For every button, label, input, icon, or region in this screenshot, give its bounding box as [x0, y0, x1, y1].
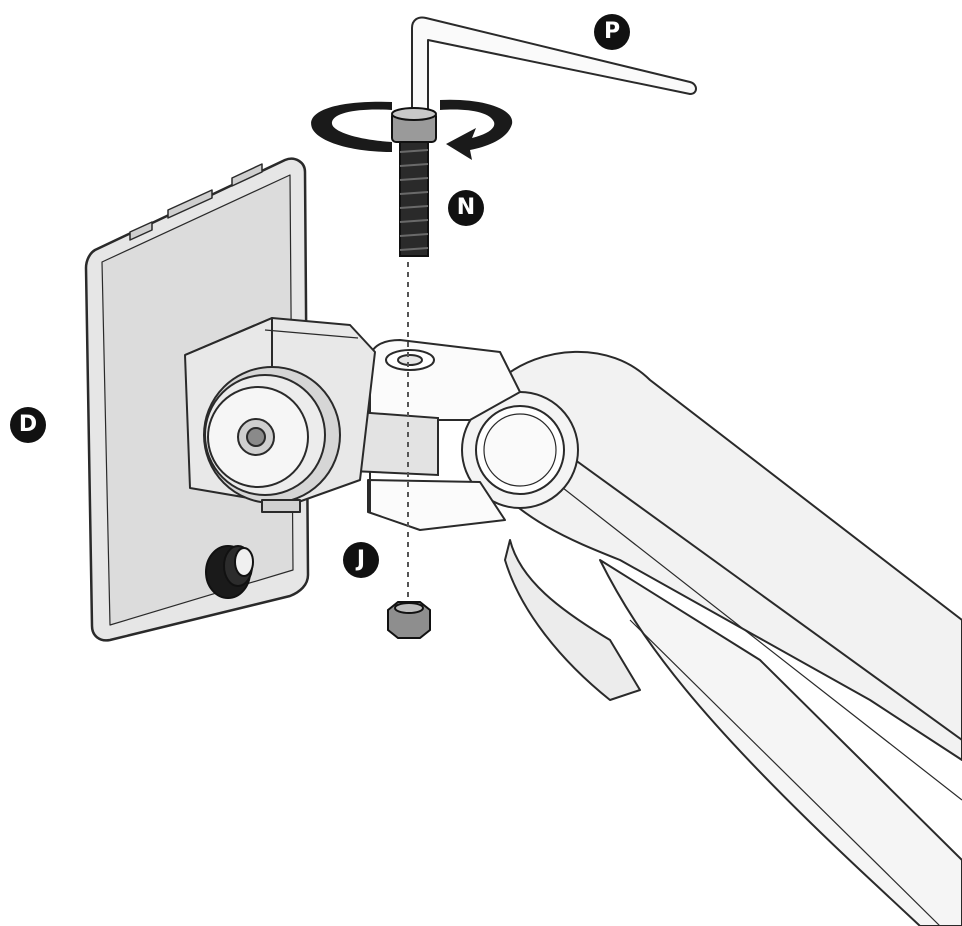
- forearm-link: [367, 339, 521, 531]
- callout-d: D: [10, 407, 46, 443]
- tilt-head: [184, 317, 376, 513]
- bolt: [391, 107, 437, 257]
- monitor-arm: [479, 350, 962, 926]
- rotation-arrow: [311, 99, 513, 160]
- hex-key: [411, 16, 697, 113]
- callout-j: J: [343, 542, 379, 578]
- tilt-knob: [205, 545, 254, 599]
- callout-n: N: [448, 190, 484, 226]
- hex-nut: [387, 601, 431, 639]
- callout-p: P: [594, 14, 630, 50]
